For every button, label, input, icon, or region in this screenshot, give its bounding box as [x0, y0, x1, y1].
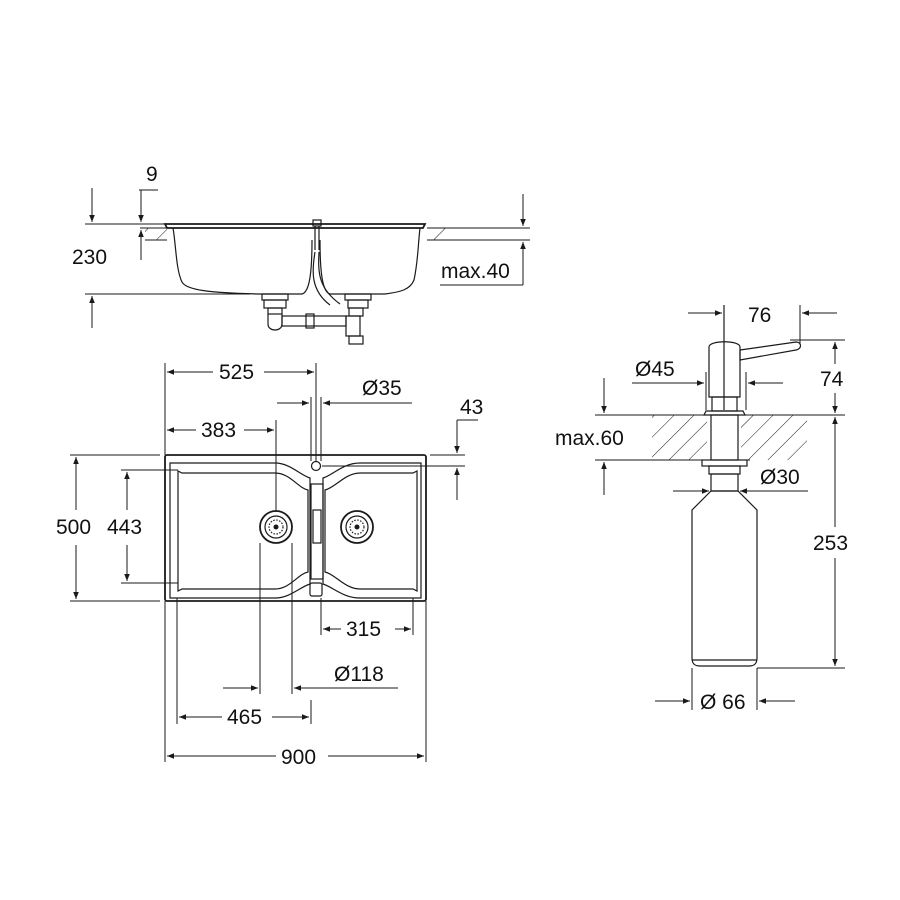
dim-shank-diameter: Ø30	[760, 466, 800, 489]
mounting-nut	[701, 459, 748, 467]
sink-rim	[163, 223, 427, 229]
right-bowl	[322, 462, 422, 599]
siphon	[267, 314, 283, 331]
dim-right-bowl-width: 315	[346, 618, 381, 641]
drain-left	[261, 293, 289, 301]
dim-drain-diameter: Ø118	[334, 663, 384, 686]
dim-bottle-diameter: Ø 66	[700, 691, 746, 714]
dispenser-spout	[739, 341, 802, 361]
tap-hole	[310, 460, 322, 472]
dim-left-bowl-width: 465	[227, 706, 262, 729]
dim-spout-reach: 76	[748, 304, 771, 327]
drain-right-top	[340, 510, 374, 544]
dim-max-counter: max.60	[555, 427, 624, 450]
drain-left-top	[259, 510, 293, 544]
soap-dispenser-view: 76 74 Ø45 max.60 Ø30 253 Ø 66	[555, 304, 848, 714]
overflow	[309, 582, 323, 597]
drain-right	[344, 293, 372, 301]
countertop-hatch-right	[741, 415, 807, 460]
divider	[310, 483, 324, 580]
dispenser-head	[708, 341, 741, 398]
dim-head-diameter: Ø45	[635, 358, 675, 381]
dim-tap-hole-diameter: Ø35	[362, 377, 402, 400]
dim-tap-hole-offset: 525	[219, 361, 254, 384]
sink-bowls-profile	[172, 227, 421, 295]
dim-bowl-depth: 443	[107, 516, 142, 539]
sink-outline	[164, 454, 427, 602]
top-view: 525 Ø35 383 43 500 443	[56, 361, 483, 769]
dim-counter-thickness: max.40	[441, 260, 510, 283]
counter-hatch-left	[145, 228, 167, 240]
dispenser-shank	[710, 414, 739, 461]
dim-overall-depth: 500	[56, 516, 91, 539]
left-bowl	[169, 462, 311, 599]
dim-overall-width: 900	[281, 746, 316, 769]
counter-hatch-right	[427, 228, 449, 240]
dim-depth: 230	[72, 246, 107, 269]
dim-rim-thickness: 9	[146, 163, 158, 186]
countertop-hatch-left	[652, 415, 707, 460]
dim-left-drain-offset: 383	[201, 419, 236, 442]
dim-tap-hole-from-edge: 43	[460, 396, 483, 419]
soap-bottle	[691, 490, 758, 667]
dim-total-below: 253	[813, 532, 848, 555]
dim-head-height: 74	[820, 368, 844, 391]
side-view: 9 230 max.40	[72, 163, 530, 345]
